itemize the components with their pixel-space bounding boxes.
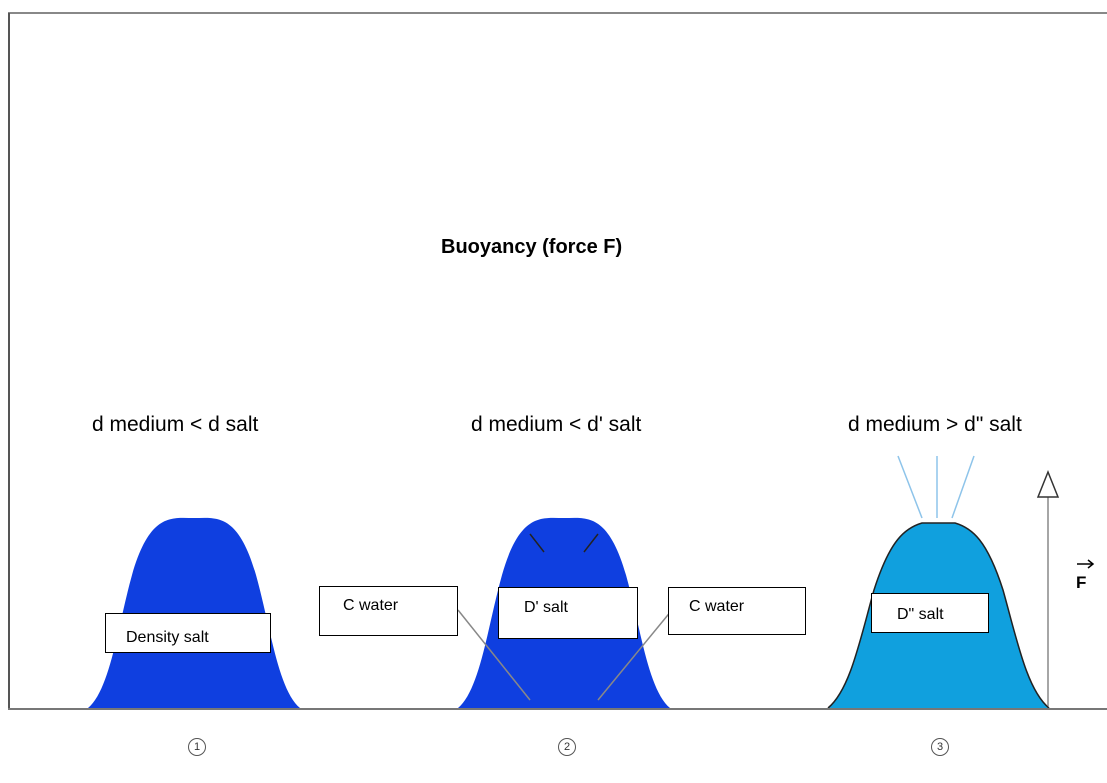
stage-number-1: 1 (188, 738, 206, 756)
label-c-water-left: C water (319, 586, 458, 636)
condition-1: d medium < d salt (92, 413, 259, 436)
stage-number-3: 3 (931, 738, 949, 756)
force-label: F (1076, 573, 1087, 592)
label-d-double-prime-salt: D" salt (871, 593, 989, 633)
force-vector-tip (1087, 559, 1095, 569)
stage-number-2: 2 (558, 738, 576, 756)
label-density-salt: Density salt (105, 613, 271, 653)
label-c-water-right: C water (668, 587, 806, 635)
force-arrow-head (1036, 469, 1060, 498)
salt-dome-3-outline (827, 522, 1050, 709)
pressure-line-left (897, 455, 923, 519)
salt-dome-1 (88, 517, 300, 708)
condition-2: d medium < d' salt (471, 413, 642, 436)
diagram-title: Buoyancy (force F) (441, 236, 623, 258)
pressure-line-right (951, 455, 975, 519)
arrow-line-top-right (583, 533, 599, 553)
condition-3: d medium > d" salt (848, 413, 1022, 436)
arrow-line-top-left (529, 533, 545, 553)
c-water-right-pointer (597, 609, 673, 701)
label-d-prime-salt: D' salt (498, 587, 638, 639)
c-water-left-pointer (457, 609, 531, 701)
